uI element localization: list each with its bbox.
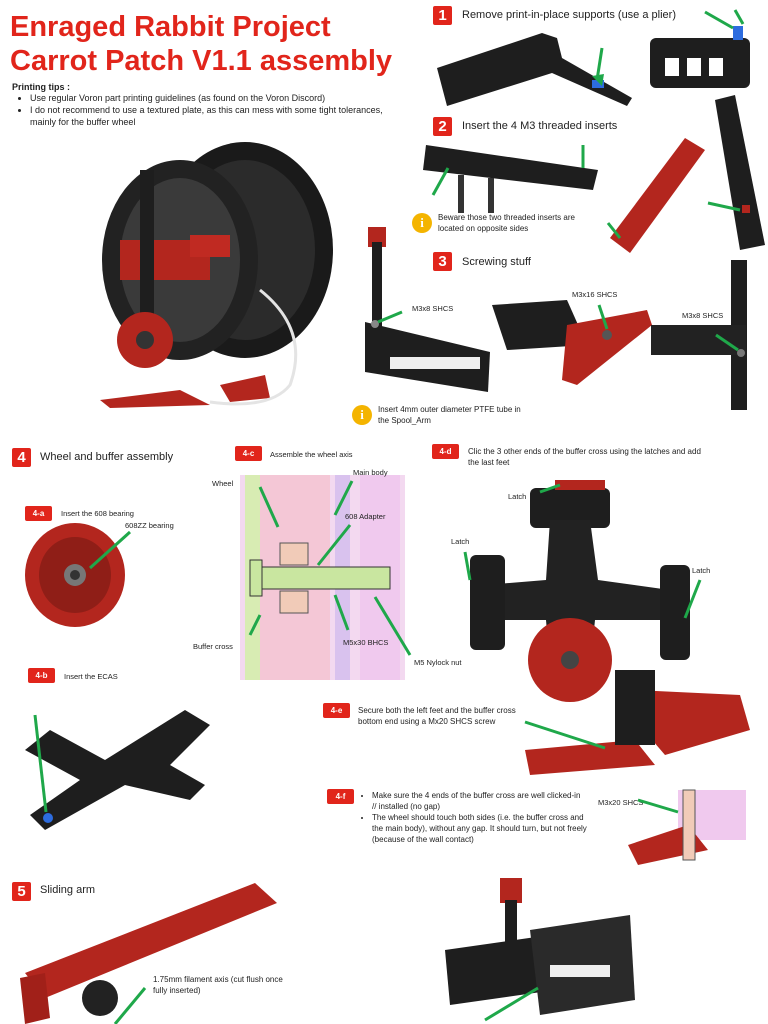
step-4e-badge: 4-e: [323, 703, 350, 718]
step-1-badge: 1: [433, 6, 452, 25]
info-icon: i: [352, 405, 372, 425]
buffer-arm-inserts-image: [606, 138, 705, 253]
step-4-text: Wheel and buffer assembly: [40, 451, 174, 463]
buffer-arm-screw-image: [492, 300, 652, 385]
tip-item: I do not recommend to use a textured pla…: [30, 104, 402, 128]
m3x20-section-image: [628, 789, 746, 865]
step-4f-list: Make sure the 4 ends of the buffer cross…: [358, 790, 587, 845]
spool-arm-screw-image: [365, 227, 490, 392]
main-body-inserts-image: [423, 145, 598, 213]
printing-tips-list: Use regular Voron part printing guidelin…: [12, 92, 402, 128]
step-4f-item: The wheel should touch both sides (i.e. …: [372, 812, 587, 845]
info-icon: i: [412, 213, 432, 233]
wheel-axis-section-image: [240, 475, 412, 680]
printing-tips-heading: Printing tips :: [12, 82, 70, 92]
step-3-badge: 3: [433, 252, 452, 271]
step-4c-text: Assemble the wheel axis: [270, 450, 353, 459]
step-5-label: 1.75mm filament axis (cut flush once ful…: [153, 975, 283, 995]
sliding-arm-assembly-image: [445, 878, 635, 1022]
step-4f-label: M3x20 SHCS: [598, 798, 644, 807]
step-4d-badge: 4-d: [432, 444, 459, 459]
step-4e-text: Secure both the left feet and the buffer…: [358, 706, 516, 726]
step-4b-badge: 4-b: [28, 668, 55, 683]
label-m5-nylock-nut: M5 Nylock nut: [414, 658, 462, 667]
tip-item: Use regular Voron part printing guidelin…: [30, 92, 402, 104]
label-m5x30-bhcs: M5x30 BHCS: [343, 638, 389, 647]
buffer-cross-screw-image: [651, 260, 747, 410]
assembled-spool-holder-image: [100, 142, 333, 408]
title-line-2: Carrot Patch V1.1 assembly: [10, 45, 393, 77]
label-buffer-cross: Buffer cross: [193, 642, 233, 651]
step-3-note: Insert 4mm outer diameter PTFE tube in t…: [378, 405, 521, 425]
step-4-badge: 4: [12, 448, 31, 467]
printing-tips: Printing tips : Use regular Voron part p…: [12, 82, 402, 128]
bracket-supports-image: [650, 9, 750, 88]
step-5-badge: 5: [12, 882, 31, 901]
step-4f-item: Make sure the 4 ends of the buffer cross…: [372, 790, 587, 812]
feet-secure-image: [524, 670, 750, 775]
step-3-label-1: M3x8 SHCS: [412, 304, 454, 313]
label-latch-top: Latch: [508, 492, 527, 501]
step-5-text: Sliding arm: [40, 884, 96, 896]
title-line-1: Enraged Rabbit Project: [10, 11, 331, 43]
step-4a-text: Insert the 608 bearing: [61, 509, 134, 518]
step-1-text: Remove print-in-place supports (use a pl…: [462, 9, 676, 21]
spool-arm-supports-image: [437, 33, 632, 106]
label-latch-right: Latch: [692, 566, 711, 575]
buffer-cross-ecas-image: [25, 710, 210, 830]
step-4f-badge: 4-f: [327, 789, 354, 804]
side-arm-inserts-image: [707, 95, 765, 250]
label-latch-left: Latch: [451, 537, 470, 546]
step-2-note: Beware those two threaded inserts are lo…: [438, 213, 575, 233]
step-2-text: Insert the 4 M3 threaded inserts: [462, 120, 618, 132]
step-4a-label: 608ZZ bearing: [125, 521, 174, 530]
step-4d-text: Clic the 3 other ends of the buffer cros…: [468, 447, 701, 467]
step-4a-badge: 4-a: [25, 506, 52, 521]
buffer-cross-latches-image: [463, 480, 702, 702]
document-title: Enraged Rabbit Project Carrot Patch V1.1…: [10, 10, 392, 78]
sliding-arm-image: [20, 883, 277, 1024]
step-3-label-2: M3x16 SHCS: [572, 290, 618, 299]
step-2-badge: 2: [433, 117, 452, 136]
label-wheel: Wheel: [212, 479, 234, 488]
wheel-bearing-image: [25, 523, 132, 627]
step-4b-text: Insert the ECAS: [64, 672, 118, 681]
step-3-text: Screwing stuff: [462, 256, 531, 268]
label-main-body: Main body: [353, 468, 388, 477]
step-3-label-3: M3x8 SHCS: [682, 311, 724, 320]
step-4c-badge: 4-c: [235, 446, 262, 461]
label-608-adapter: 608 Adapter: [345, 512, 386, 521]
